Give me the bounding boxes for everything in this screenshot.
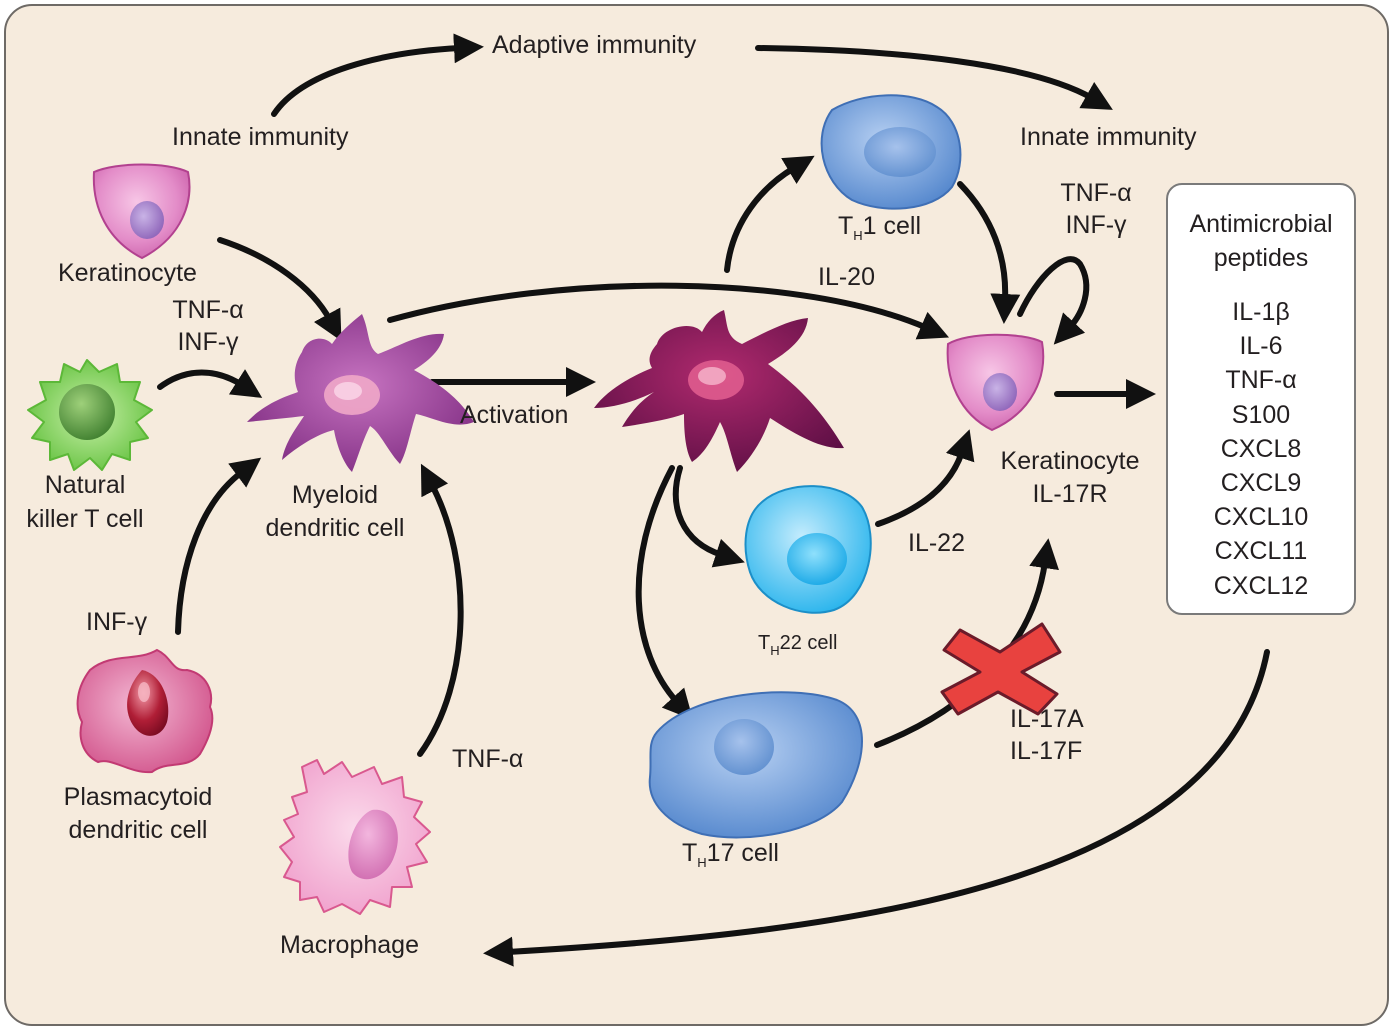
natural-killer-t-cell: [27, 359, 153, 471]
th1-cell: [820, 94, 962, 210]
myeloid-label-line2: dendritic cell: [265, 514, 405, 542]
keratinocyte-right-label: Keratinocyte: [1000, 447, 1140, 475]
amp-title: Antimicrobial peptides: [1189, 210, 1333, 272]
arrow-macrophage-to-mdc: [417, 463, 464, 757]
amp-list: IL-1β IL-6 TNF-α S100 CXCL8 CXCL9 CXCL10…: [1168, 295, 1354, 603]
macrophage-label: Macrophage: [280, 931, 419, 959]
il20-label: IL-20: [818, 263, 875, 291]
myeloid-label-line1: Myeloid: [291, 481, 379, 509]
amp-item: S100: [1231, 400, 1291, 429]
antimicrobial-peptides-box: Antimicrobial peptides IL-1β IL-6 TNF-α …: [1166, 183, 1356, 615]
tnf-alpha-macrophage-label: TNF-α: [452, 745, 524, 773]
block-x-icon: [940, 622, 1062, 716]
nkt-label-line2: killer T cell: [26, 505, 144, 533]
activation-label: Activation: [460, 401, 569, 429]
nkt-label-line1: Natural: [44, 471, 126, 499]
amp-item: CXCL10: [1213, 503, 1309, 532]
amp-item: CXCL8: [1220, 434, 1302, 463]
amp-item: CXCL11: [1214, 537, 1308, 566]
adaptive-immunity-label: Adaptive immunity: [492, 31, 697, 59]
arrow-self-loop: [1017, 256, 1090, 345]
arrow-adc-to-th22: [672, 465, 745, 568]
keratinocyte-right-cell: [946, 333, 1045, 432]
amp-item: CXCL12: [1213, 571, 1309, 600]
plasmacytoid-dendritic-cell: [76, 648, 214, 774]
amp-item: IL-6: [1239, 332, 1283, 361]
arrow-amp-to-macrophage: [483, 649, 1270, 967]
amp-item: TNF-α: [1225, 366, 1297, 395]
arrow-th1-to-keratinocyte: [957, 181, 1021, 324]
th1-label: TH1 cell: [838, 212, 922, 243]
inf-gamma-right-label: INF-γ: [1065, 211, 1127, 239]
amp-item: IL-1β: [1232, 298, 1290, 326]
diagram-frame: Adaptive immunity Innate immunity Innate…: [4, 4, 1389, 1026]
innate-immunity-left-label: Innate immunity: [172, 123, 349, 151]
amp-item: CXCL9: [1220, 469, 1302, 498]
arrow-adaptive-to-innate: [755, 45, 1113, 110]
arrow-mdc-to-keratinocyte-il20: [387, 282, 950, 340]
pdc-label-line1: Plasmacytoid: [63, 783, 213, 811]
arrow-nkt-to-mdc: [157, 369, 263, 398]
pdc-label-line2: dendritic cell: [68, 816, 208, 844]
arrow-keratinocyte-to-mdc: [217, 237, 342, 342]
arrow-th22-to-keratinocyte: [875, 429, 975, 527]
il17f-label: IL-17F: [1010, 737, 1083, 765]
il17r-label: IL-17R: [1032, 480, 1108, 508]
macrophage-cell: [279, 759, 431, 915]
th17-cell: [648, 691, 863, 839]
arrows: [157, 33, 1270, 967]
arrow-pdc-to-mdc: [175, 457, 262, 635]
arrow-adc-to-th17: [635, 465, 694, 720]
tnf-alpha-left-label: TNF-α: [172, 296, 244, 324]
keratinocyte-top-label: Keratinocyte: [58, 259, 197, 287]
il22-label: IL-22: [908, 529, 965, 557]
arrow-adc-to-th1: [724, 155, 815, 273]
inf-gamma-pdc-label: INF-γ: [86, 608, 148, 636]
innate-immunity-right-label: Innate immunity: [1020, 123, 1197, 151]
th17-label: TH17 cell: [682, 839, 779, 870]
activated-dendritic-cell: [594, 310, 844, 472]
inf-gamma-left-label: INF-γ: [177, 328, 239, 356]
diagram-canvas: [27, 33, 1270, 967]
keratinocyte-top-cell: [92, 163, 191, 260]
th22-label: TH22 cell: [758, 632, 838, 658]
th22-cell: [744, 485, 872, 614]
arrow-innate-to-adaptive: [271, 33, 484, 117]
il17a-label: IL-17A: [1010, 705, 1084, 733]
tnf-alpha-right-label: TNF-α: [1060, 179, 1132, 207]
myeloid-dendritic-cell: [247, 314, 474, 472]
